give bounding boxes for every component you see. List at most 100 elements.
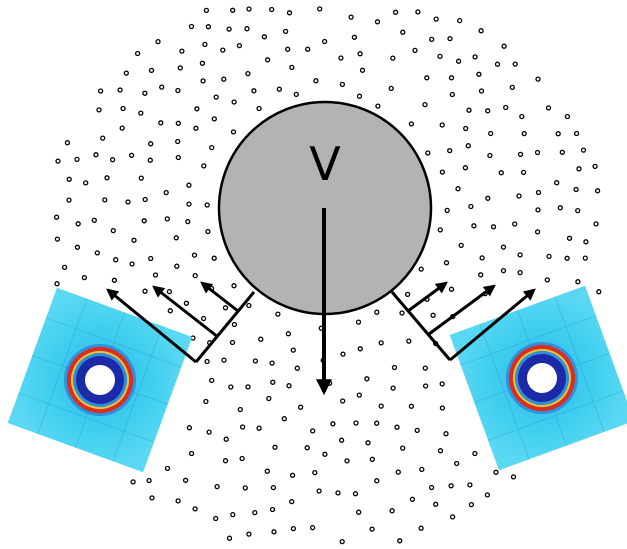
- particle: [469, 503, 473, 507]
- particle: [357, 320, 361, 324]
- particle: [240, 457, 244, 461]
- particle: [271, 508, 275, 512]
- particle: [449, 484, 453, 488]
- particle: [266, 58, 270, 62]
- particle: [143, 289, 147, 293]
- particle: [288, 11, 292, 15]
- particle: [190, 25, 194, 29]
- particle: [407, 339, 411, 343]
- particle: [354, 421, 358, 425]
- particle: [262, 35, 266, 39]
- particle: [439, 449, 443, 453]
- particle: [480, 256, 484, 260]
- particle: [499, 171, 503, 175]
- particle: [409, 404, 413, 408]
- particle: [272, 530, 276, 534]
- particle: [395, 425, 399, 429]
- particle: [232, 323, 236, 327]
- particle: [243, 486, 247, 490]
- particle: [121, 107, 125, 111]
- particle: [247, 304, 251, 308]
- particle: [431, 313, 435, 317]
- particle: [536, 77, 540, 81]
- particle: [463, 166, 467, 170]
- particle: [231, 8, 235, 12]
- particle: [132, 238, 136, 242]
- particle: [176, 121, 180, 125]
- particle: [438, 54, 442, 58]
- particle: [232, 130, 236, 134]
- particle: [193, 274, 197, 278]
- particle: [187, 426, 191, 430]
- particle: [101, 136, 105, 140]
- particle: [265, 469, 269, 473]
- particle: [357, 510, 361, 514]
- particle: [286, 332, 290, 336]
- particle: [340, 82, 344, 86]
- particle: [201, 79, 205, 83]
- particle: [202, 317, 206, 321]
- particle: [536, 230, 540, 234]
- particle: [537, 191, 541, 195]
- particle: [448, 149, 452, 153]
- particle: [111, 158, 115, 162]
- particle: [176, 89, 180, 93]
- particle: [227, 27, 231, 31]
- particle: [456, 187, 460, 191]
- particle: [423, 103, 427, 107]
- particle: [323, 40, 327, 44]
- particle: [517, 194, 521, 198]
- particle: [466, 144, 470, 148]
- particle: [82, 276, 86, 280]
- particle: [370, 457, 374, 461]
- particle: [445, 208, 449, 212]
- particle: [273, 445, 277, 449]
- particle: [519, 152, 523, 156]
- particle: [291, 348, 295, 352]
- particle: [295, 366, 299, 370]
- particle: [55, 215, 59, 219]
- particle: [207, 430, 211, 434]
- particle: [317, 489, 321, 493]
- particle: [131, 480, 135, 484]
- particle: [379, 404, 383, 408]
- particle: [518, 271, 522, 275]
- particle: [257, 426, 261, 430]
- particle: [536, 151, 540, 155]
- particle: [354, 492, 358, 496]
- particle: [357, 393, 361, 397]
- particle: [247, 7, 251, 11]
- particle: [450, 76, 454, 80]
- particle: [477, 72, 481, 76]
- particle: [214, 517, 218, 521]
- particle: [246, 72, 250, 76]
- particle: [282, 417, 286, 421]
- particle: [394, 10, 398, 14]
- particle: [473, 55, 477, 59]
- particle: [391, 56, 395, 60]
- particle: [486, 196, 490, 200]
- particle: [313, 471, 317, 475]
- particle: [84, 181, 88, 185]
- particle: [415, 428, 419, 432]
- particle: [584, 240, 588, 244]
- particle: [149, 142, 153, 146]
- particle: [468, 483, 472, 487]
- particle: [336, 491, 340, 495]
- particle: [160, 85, 164, 89]
- particle: [361, 68, 365, 72]
- particle: [150, 68, 154, 72]
- particle: [459, 243, 463, 247]
- particle: [205, 360, 209, 364]
- particle: [92, 218, 96, 222]
- particle: [513, 222, 517, 226]
- particle: [222, 358, 226, 362]
- particle: [434, 502, 438, 506]
- particle: [467, 108, 471, 112]
- particle: [176, 499, 180, 503]
- particle: [175, 264, 179, 268]
- particle: [120, 126, 124, 130]
- particle: [178, 66, 182, 70]
- particle: [593, 164, 597, 168]
- particle: [149, 257, 153, 261]
